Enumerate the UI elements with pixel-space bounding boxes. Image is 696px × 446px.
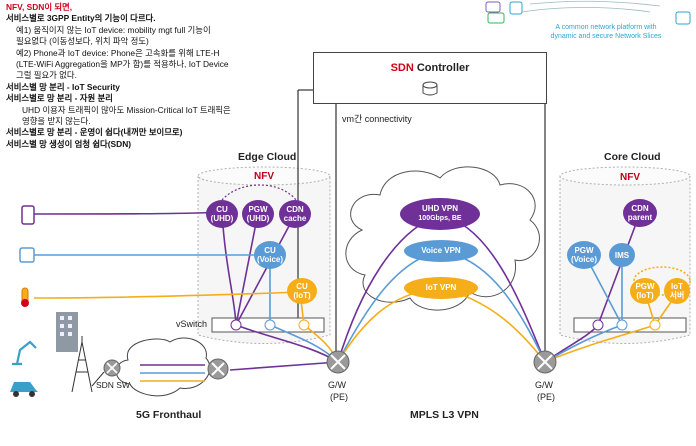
notes-panel: NFV, SDN이 되면, 서비스별로 3GPP Entity의 기능이 다르다… bbox=[6, 2, 306, 150]
node-label: PGW bbox=[635, 282, 655, 291]
core-nfv-label: NFV bbox=[620, 172, 640, 183]
pgw-uhd-node: PGW(UHD) bbox=[242, 200, 274, 228]
database-icon bbox=[422, 81, 438, 96]
sdn-controller-title: SDN Controller bbox=[314, 62, 546, 74]
mpls-label: MPLS L3 VPN bbox=[410, 409, 479, 421]
sdn-label: SDN bbox=[390, 62, 414, 74]
car-icon bbox=[10, 382, 38, 397]
fronthaul-label: 5G Fronthaul bbox=[136, 409, 202, 421]
node-label: CDN bbox=[286, 205, 304, 214]
sdn-controller-box: SDN Controller bbox=[313, 52, 547, 104]
core-cloud-label: Core Cloud bbox=[604, 151, 661, 163]
notes-line: 서비스별로 망 분리 - 운영이 쉽다(내꺼만 보이므로) bbox=[6, 127, 183, 138]
notes-line: 예1) 움직이지 않는 IoT device: mobility mgt ful… bbox=[16, 24, 211, 35]
caption-line: A common network platform with bbox=[555, 24, 657, 31]
notes-line: (LTE-WiFi Aggregation을 MP가 함)를 적용하나, IoT… bbox=[16, 59, 229, 70]
gw-router-right-icon bbox=[533, 350, 557, 374]
uhd-vpn: UHD VPN 100Gbps, BE bbox=[400, 198, 480, 230]
platform-caption: A common network platform with dynamic a… bbox=[536, 24, 676, 41]
vm-connectivity-label: vm간 connectivity bbox=[342, 114, 412, 124]
node-label: CU bbox=[296, 282, 308, 291]
phone-icon bbox=[21, 205, 35, 225]
fronthaul-cloud bbox=[115, 337, 211, 397]
node-sub: (IoT) bbox=[636, 291, 654, 300]
sdn-sw-label: SDN SW bbox=[96, 380, 130, 390]
node-sub: (Voice) bbox=[570, 255, 598, 264]
cell-tower-icon bbox=[71, 336, 105, 393]
core-switch-marks bbox=[592, 319, 661, 331]
controller-label: Controller bbox=[413, 62, 470, 74]
caption-line: dynamic and secure Network Slices bbox=[550, 32, 662, 40]
vswitch-label: vSwitch bbox=[176, 319, 208, 329]
node-sub: (Voice) bbox=[256, 255, 284, 264]
core-vswitch bbox=[573, 317, 687, 333]
slice-platform-icons bbox=[485, 0, 691, 25]
vpn-capacity: 100Gbps, BE bbox=[418, 215, 462, 222]
uhd-arc bbox=[221, 184, 297, 201]
edge-nfv-label: NFV bbox=[254, 171, 274, 182]
node-label: IoT bbox=[670, 282, 683, 291]
notes-line: 예2) Phone과 IoT device: Phone은 고속화를 위해 LT… bbox=[16, 47, 220, 58]
sensor-icon bbox=[21, 287, 29, 307]
pe-right-label: (PE) bbox=[537, 392, 555, 402]
pe-left-label: (PE) bbox=[330, 392, 348, 402]
cu-voice-node: CU(Voice) bbox=[254, 241, 286, 269]
notes-line: 서비스별로 3GPP Entity의 기능이 다르다. bbox=[6, 13, 156, 24]
node-sub: 서버 bbox=[669, 291, 685, 300]
gw-router-left-icon bbox=[326, 350, 350, 374]
node-label: PGW bbox=[574, 246, 594, 255]
gw-right-label: G/W bbox=[535, 380, 553, 390]
edge-cloud-label: Edge Cloud bbox=[238, 151, 297, 163]
gw-left-label: G/W bbox=[328, 380, 346, 390]
sdn-switch-icon bbox=[103, 359, 121, 377]
vpn-name: UHD VPN bbox=[421, 204, 458, 213]
node-sub: (IoT) bbox=[293, 291, 311, 300]
notes-line: 서비스별 망 분리 - IoT Security bbox=[6, 81, 120, 92]
cu-iot-node: CU(IoT) bbox=[287, 278, 317, 304]
node-sub: (UHD) bbox=[210, 214, 234, 223]
cu-uhd-node: CU(UHD) bbox=[206, 200, 238, 228]
iot-vpn: IoT VPN bbox=[404, 277, 478, 299]
node-label: CU bbox=[264, 246, 276, 255]
edge-switch-marks bbox=[230, 319, 310, 331]
node-sub: parent bbox=[627, 213, 653, 222]
node-label: PGW bbox=[248, 205, 268, 214]
node-sub: cache bbox=[283, 214, 307, 223]
uhd-slice-lines bbox=[33, 211, 641, 371]
node-sub: (UHD) bbox=[246, 214, 270, 223]
notes-title: NFV, SDN이 되면, bbox=[6, 2, 73, 12]
pgw-voice-node: PGW(Voice) bbox=[567, 241, 601, 269]
notes-line: 서비스별로 망 분리 - 자원 분리 bbox=[6, 93, 113, 104]
notes-line: 그럴 필요가 없다. bbox=[16, 70, 77, 81]
tablet-icon bbox=[19, 247, 35, 263]
fronthaul-router-icon bbox=[207, 358, 229, 380]
voice-vpn: Voice VPN bbox=[404, 240, 478, 262]
building-icon bbox=[56, 312, 78, 352]
mpls-cloud bbox=[345, 166, 540, 311]
pgw-iot-node: PGW(IoT) bbox=[630, 278, 660, 304]
notes-line: 영향을 받지 않는다. bbox=[22, 116, 91, 127]
node-label: CDN bbox=[631, 204, 649, 213]
notes-line: 서비스별 망 생성이 엄청 쉽다(SDN) bbox=[6, 138, 132, 149]
node-label: CU bbox=[216, 205, 228, 214]
robot-arm-icon bbox=[12, 340, 37, 366]
notes-line: UHD 이용자 트래픽이 많아도 Mission-Critical IoT 트래… bbox=[22, 104, 231, 115]
notes-line: 필요없다 (이동성보다, 위치 파악 정도) bbox=[16, 36, 149, 47]
ims-node: IMS bbox=[609, 243, 635, 267]
